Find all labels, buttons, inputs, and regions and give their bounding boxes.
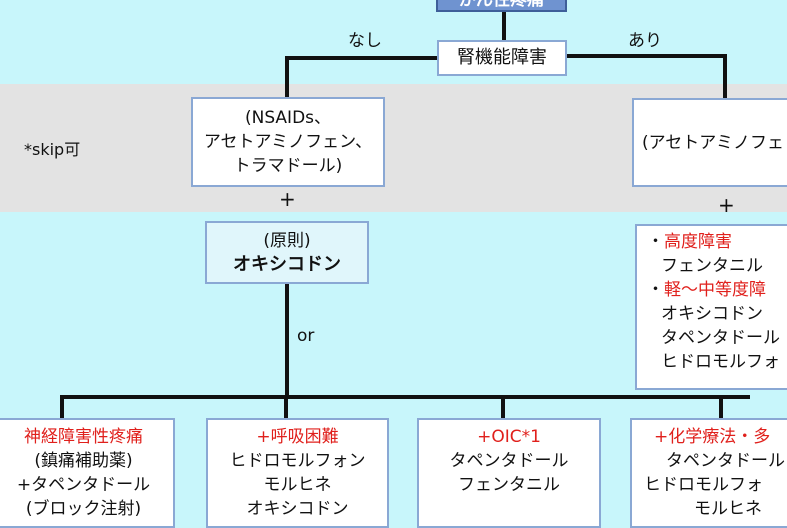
plus-sign: +: [279, 187, 296, 211]
branch-no-label: なし: [348, 31, 382, 51]
skip-note: *skip可: [24, 140, 81, 159]
connector: [502, 10, 506, 42]
box-line: タペンタドール: [449, 451, 569, 471]
top-node: がん性疼痛: [436, 0, 567, 12]
connector: [566, 54, 727, 58]
plus-sign: +: [718, 193, 735, 217]
box-line: (原則): [263, 231, 311, 251]
connector: [285, 56, 438, 60]
option-box-chemotherapy: +化学療法・多 タペンタドール ヒドロモルフォ モルヒネ: [630, 418, 787, 528]
box-line: モルヒネ: [263, 475, 332, 495]
option-box-oic: +OIC*1 タペンタドール フェンタニル: [417, 418, 601, 528]
box-line: ヒドロモルフォン: [229, 451, 366, 471]
option-title: +OIC*1: [477, 427, 541, 447]
box-line: ヒドロモルフォ: [661, 352, 780, 372]
connector: [60, 395, 750, 399]
box-line: タペンタドール: [661, 328, 780, 348]
option-title: +化学療法・多: [654, 427, 771, 447]
connector: [723, 54, 727, 99]
connector: [285, 56, 289, 98]
principle-box: (原則) オキシコドン: [205, 221, 369, 284]
option-box-neuropathic: 神経障害性疼痛 (鎮痛補助薬) +タペンタドール (ブロック注射): [0, 418, 175, 528]
connector: [501, 395, 505, 419]
renal-impairment-decision: 腎機能障害: [437, 40, 567, 76]
connector: [60, 395, 64, 419]
box-line: (アセトアミノフェ: [642, 133, 784, 153]
renal-opioid-box: ・高度障害 フェンタニル ・軽～中等度障 オキシコドン タペンタドール ヒドロモ…: [635, 224, 787, 390]
box-line: ・高度障害: [647, 232, 732, 252]
connector: [285, 284, 289, 398]
option-title: 神経障害性疼痛: [24, 427, 143, 447]
option-title: +呼吸困難: [256, 427, 339, 447]
option-box-dyspnea: +呼吸困難 ヒドロモルフォン モルヒネ オキシコドン: [206, 418, 389, 528]
box-line: モルヒネ: [694, 499, 762, 519]
box-line: タペンタドール: [666, 451, 785, 471]
box-line: (ブロック注射): [25, 499, 142, 519]
box-line: オキシコドン: [661, 304, 763, 324]
box-line: ヒドロモルフォ: [644, 475, 763, 495]
non-opioid-box: (NSAIDs、 アセトアミノフェン、 トラマドール): [191, 97, 385, 187]
box-line: ・軽～中等度障: [647, 280, 766, 300]
connector: [284, 395, 288, 419]
box-line: (NSAIDs、: [244, 108, 332, 128]
box-line: +タペンタドール: [16, 475, 151, 495]
oxycodone-label: オキシコドン: [233, 254, 341, 275]
non-opioid-renal-box: (アセトアミノフェ: [632, 98, 787, 187]
connector: [719, 395, 723, 419]
or-label: or: [297, 326, 315, 346]
box-line: オキシコドン: [246, 499, 349, 519]
box-line: フェンタニル: [458, 475, 560, 495]
box-line: (鎮痛補助薬): [34, 451, 133, 471]
box-line: フェンタニル: [661, 256, 763, 276]
box-line: トラマドール): [233, 156, 343, 176]
box-line: アセトアミノフェン、: [203, 132, 373, 152]
branch-yes-label: あり: [628, 31, 662, 51]
